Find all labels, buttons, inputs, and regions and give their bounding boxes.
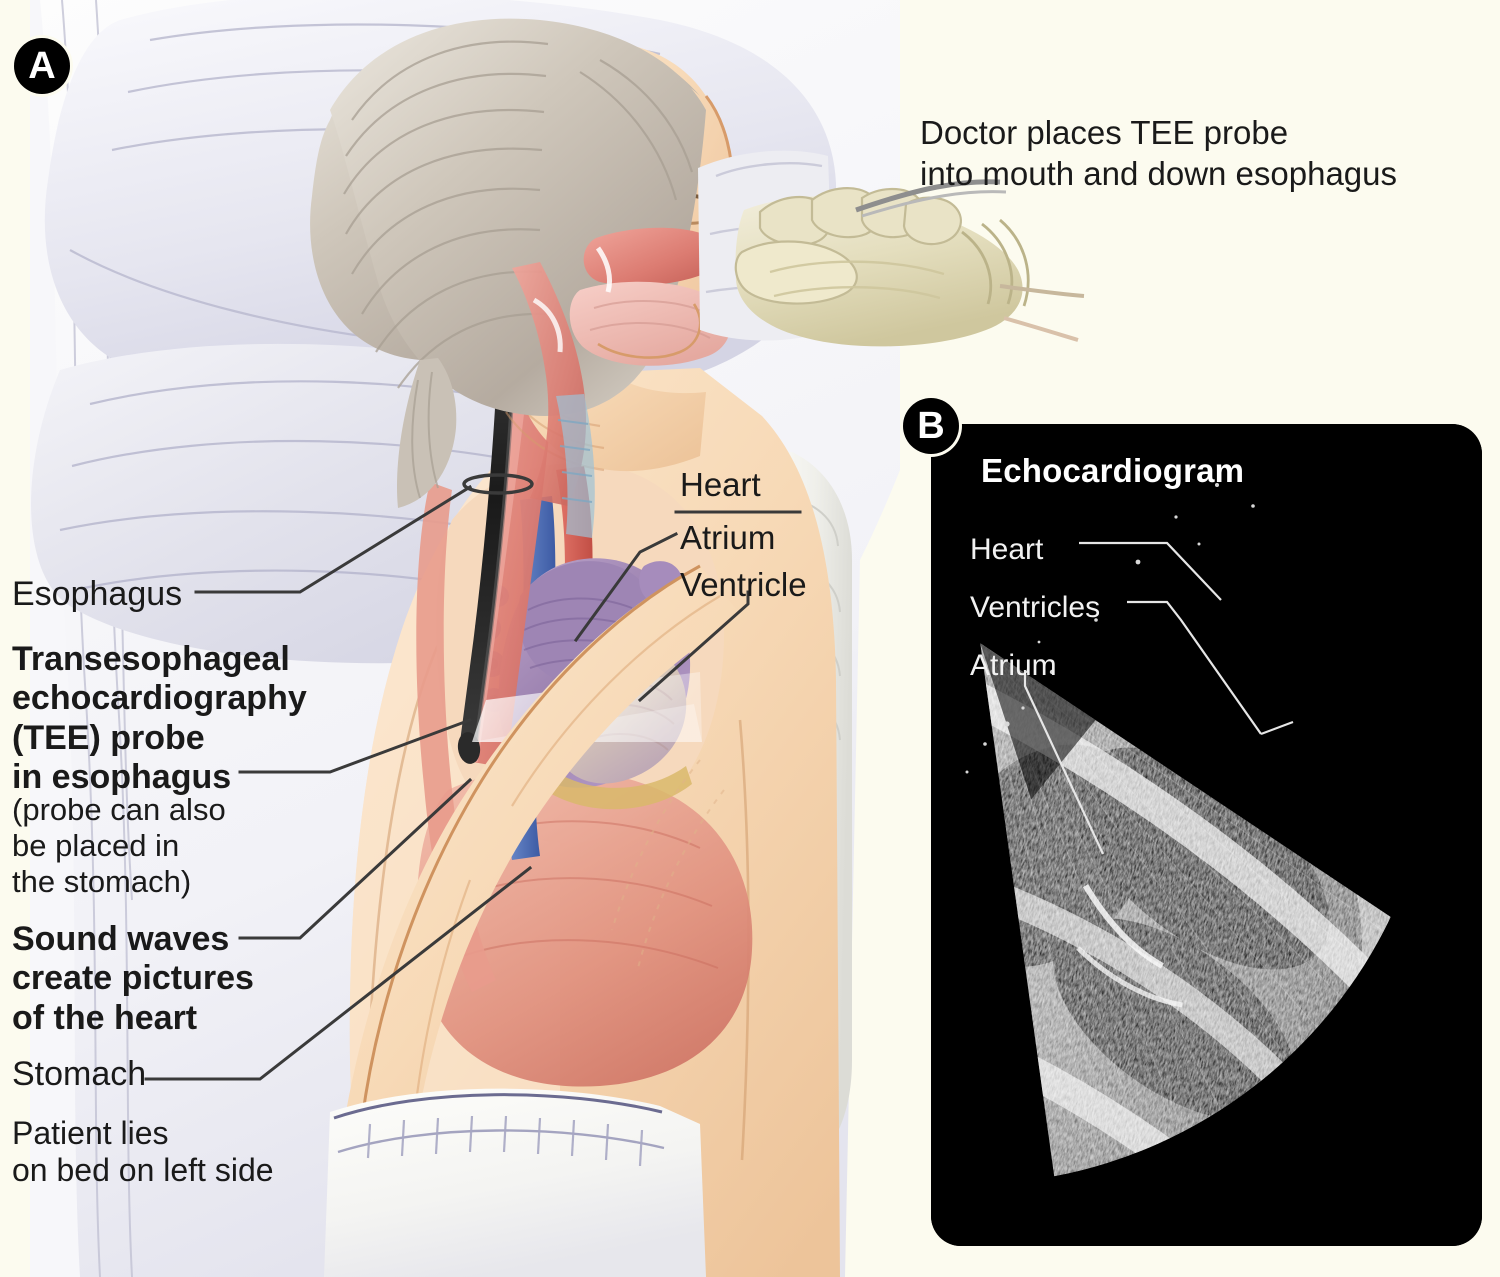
echocardiogram-panel: Echocardiogram Heart Ventricles Atrium xyxy=(931,424,1482,1246)
callout-tee-probe: Transesophageal echocardiography (TEE) p… xyxy=(12,640,307,797)
echo-label-ventricles: Ventricles xyxy=(970,591,1101,624)
echocardiogram-title: Echocardiogram xyxy=(981,452,1245,489)
panel-b-badge: B xyxy=(903,398,959,454)
panel-a-badge: A xyxy=(14,38,70,94)
callout-esophagus: Esophagus xyxy=(12,575,183,613)
callout-tee-probe-note: (probe can also be placed in the stomach… xyxy=(12,792,226,899)
echo-label-atrium: Atrium xyxy=(970,649,1057,682)
callout-atrium: Atrium xyxy=(680,519,776,556)
callout-doctor-note: Doctor places TEE probe into mouth and d… xyxy=(920,114,1398,193)
callout-heart: Heart xyxy=(680,466,761,503)
callout-ventricle: Ventricle xyxy=(680,566,807,603)
echocardiogram-image xyxy=(931,424,1482,1246)
echo-label-heart: Heart xyxy=(970,533,1044,566)
callout-patient-position: Patient lies on bed on left side xyxy=(12,1115,274,1189)
callout-sound-waves: Sound waves create pictures of the heart xyxy=(12,920,254,1037)
callout-stomach: Stomach xyxy=(12,1055,147,1093)
